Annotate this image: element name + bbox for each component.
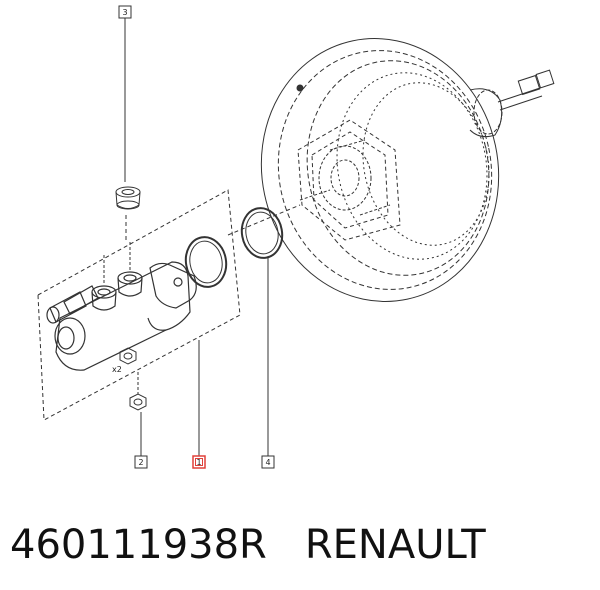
brake-booster bbox=[260, 38, 555, 302]
callout-2[interactable]: 2 bbox=[134, 455, 148, 469]
callout-3[interactable]: 3 bbox=[118, 5, 132, 19]
nut-part-2 bbox=[119, 347, 147, 411]
callout-4-label: 4 bbox=[265, 458, 270, 467]
part-caption: 460111938R RENAULT bbox=[10, 515, 486, 575]
parts-diagram: x2 3 2 1 4 bbox=[37, 5, 555, 469]
callout-3-label: 3 bbox=[122, 8, 127, 17]
callout-1-label: 1 bbox=[196, 458, 201, 467]
part-number: 460111938R bbox=[10, 522, 267, 568]
reservoir-grommet-part-3 bbox=[115, 186, 141, 210]
callout-1-highlighted[interactable]: 1 bbox=[192, 455, 206, 469]
brand-name: RENAULT bbox=[304, 522, 486, 568]
callout-2-label: 2 bbox=[138, 458, 143, 467]
master-cylinder bbox=[46, 242, 197, 371]
seal-ring-part-4 bbox=[240, 207, 284, 259]
assembly-outline bbox=[37, 189, 241, 421]
callout-4[interactable]: 4 bbox=[261, 455, 275, 469]
seal-ring-part-1 bbox=[184, 236, 228, 288]
quantity-mark: x2 bbox=[112, 365, 122, 374]
